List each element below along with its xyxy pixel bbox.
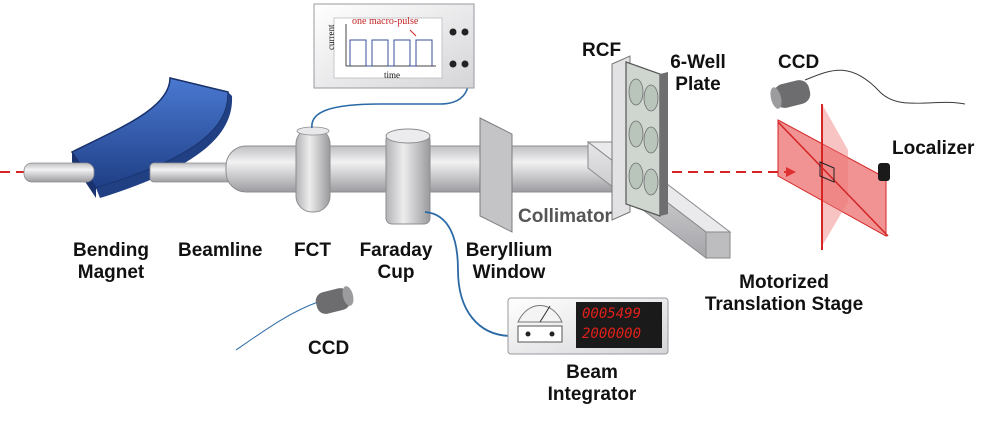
fct-cable: [311, 85, 469, 129]
integrator-readout-line1: 0005499: [582, 306, 642, 322]
label-fct: FCT: [294, 240, 331, 261]
label-beryllium-window: Beryllium Window: [465, 240, 553, 283]
ccd-camera-bottom: [235, 286, 354, 351]
beam-integrator-device: [507, 297, 669, 355]
label-six-well-plate: 6-Well Plate: [670, 52, 726, 95]
label-motorized-stage: Motorized Translation Stage: [704, 272, 864, 315]
oscilloscope-annotation: one macro-pulse: [352, 16, 419, 27]
localizer-laser-planes: [777, 104, 889, 250]
label-beam-integrator: Beam Integrator: [547, 362, 637, 405]
label-collimator: Collimator: [518, 206, 612, 227]
oscilloscope: [313, 3, 475, 89]
integrator-display-screen: [576, 302, 662, 348]
oscilloscope-xlabel: time: [384, 70, 400, 80]
beryllium-window-plate: [479, 117, 513, 233]
integrator-readout-line2: 2000000: [582, 326, 642, 342]
label-localizer: Localizer: [892, 138, 975, 159]
oscilloscope-ylabel: current: [326, 24, 336, 50]
fct-ring: [295, 127, 331, 213]
faraday-cup-top: [385, 128, 431, 144]
beamline-pipe: [225, 145, 647, 193]
ccd-camera-top: [770, 69, 966, 109]
inlet-pipe: [23, 162, 95, 183]
label-bending-magnet: Bending Magnet: [73, 240, 149, 283]
label-faraday-cup: Faraday Cup: [359, 240, 433, 283]
integrator-cable: [424, 211, 513, 337]
faraday-cup-body: [385, 133, 431, 225]
label-beamline: Beamline: [178, 240, 263, 261]
label-ccd-bottom: CCD: [308, 338, 350, 359]
label-ccd-top: CCD: [778, 52, 820, 73]
label-rcf: RCF: [582, 40, 622, 61]
pulse-train: [349, 39, 433, 67]
six-well-plate: [625, 61, 668, 217]
localizer-device: [878, 163, 890, 181]
